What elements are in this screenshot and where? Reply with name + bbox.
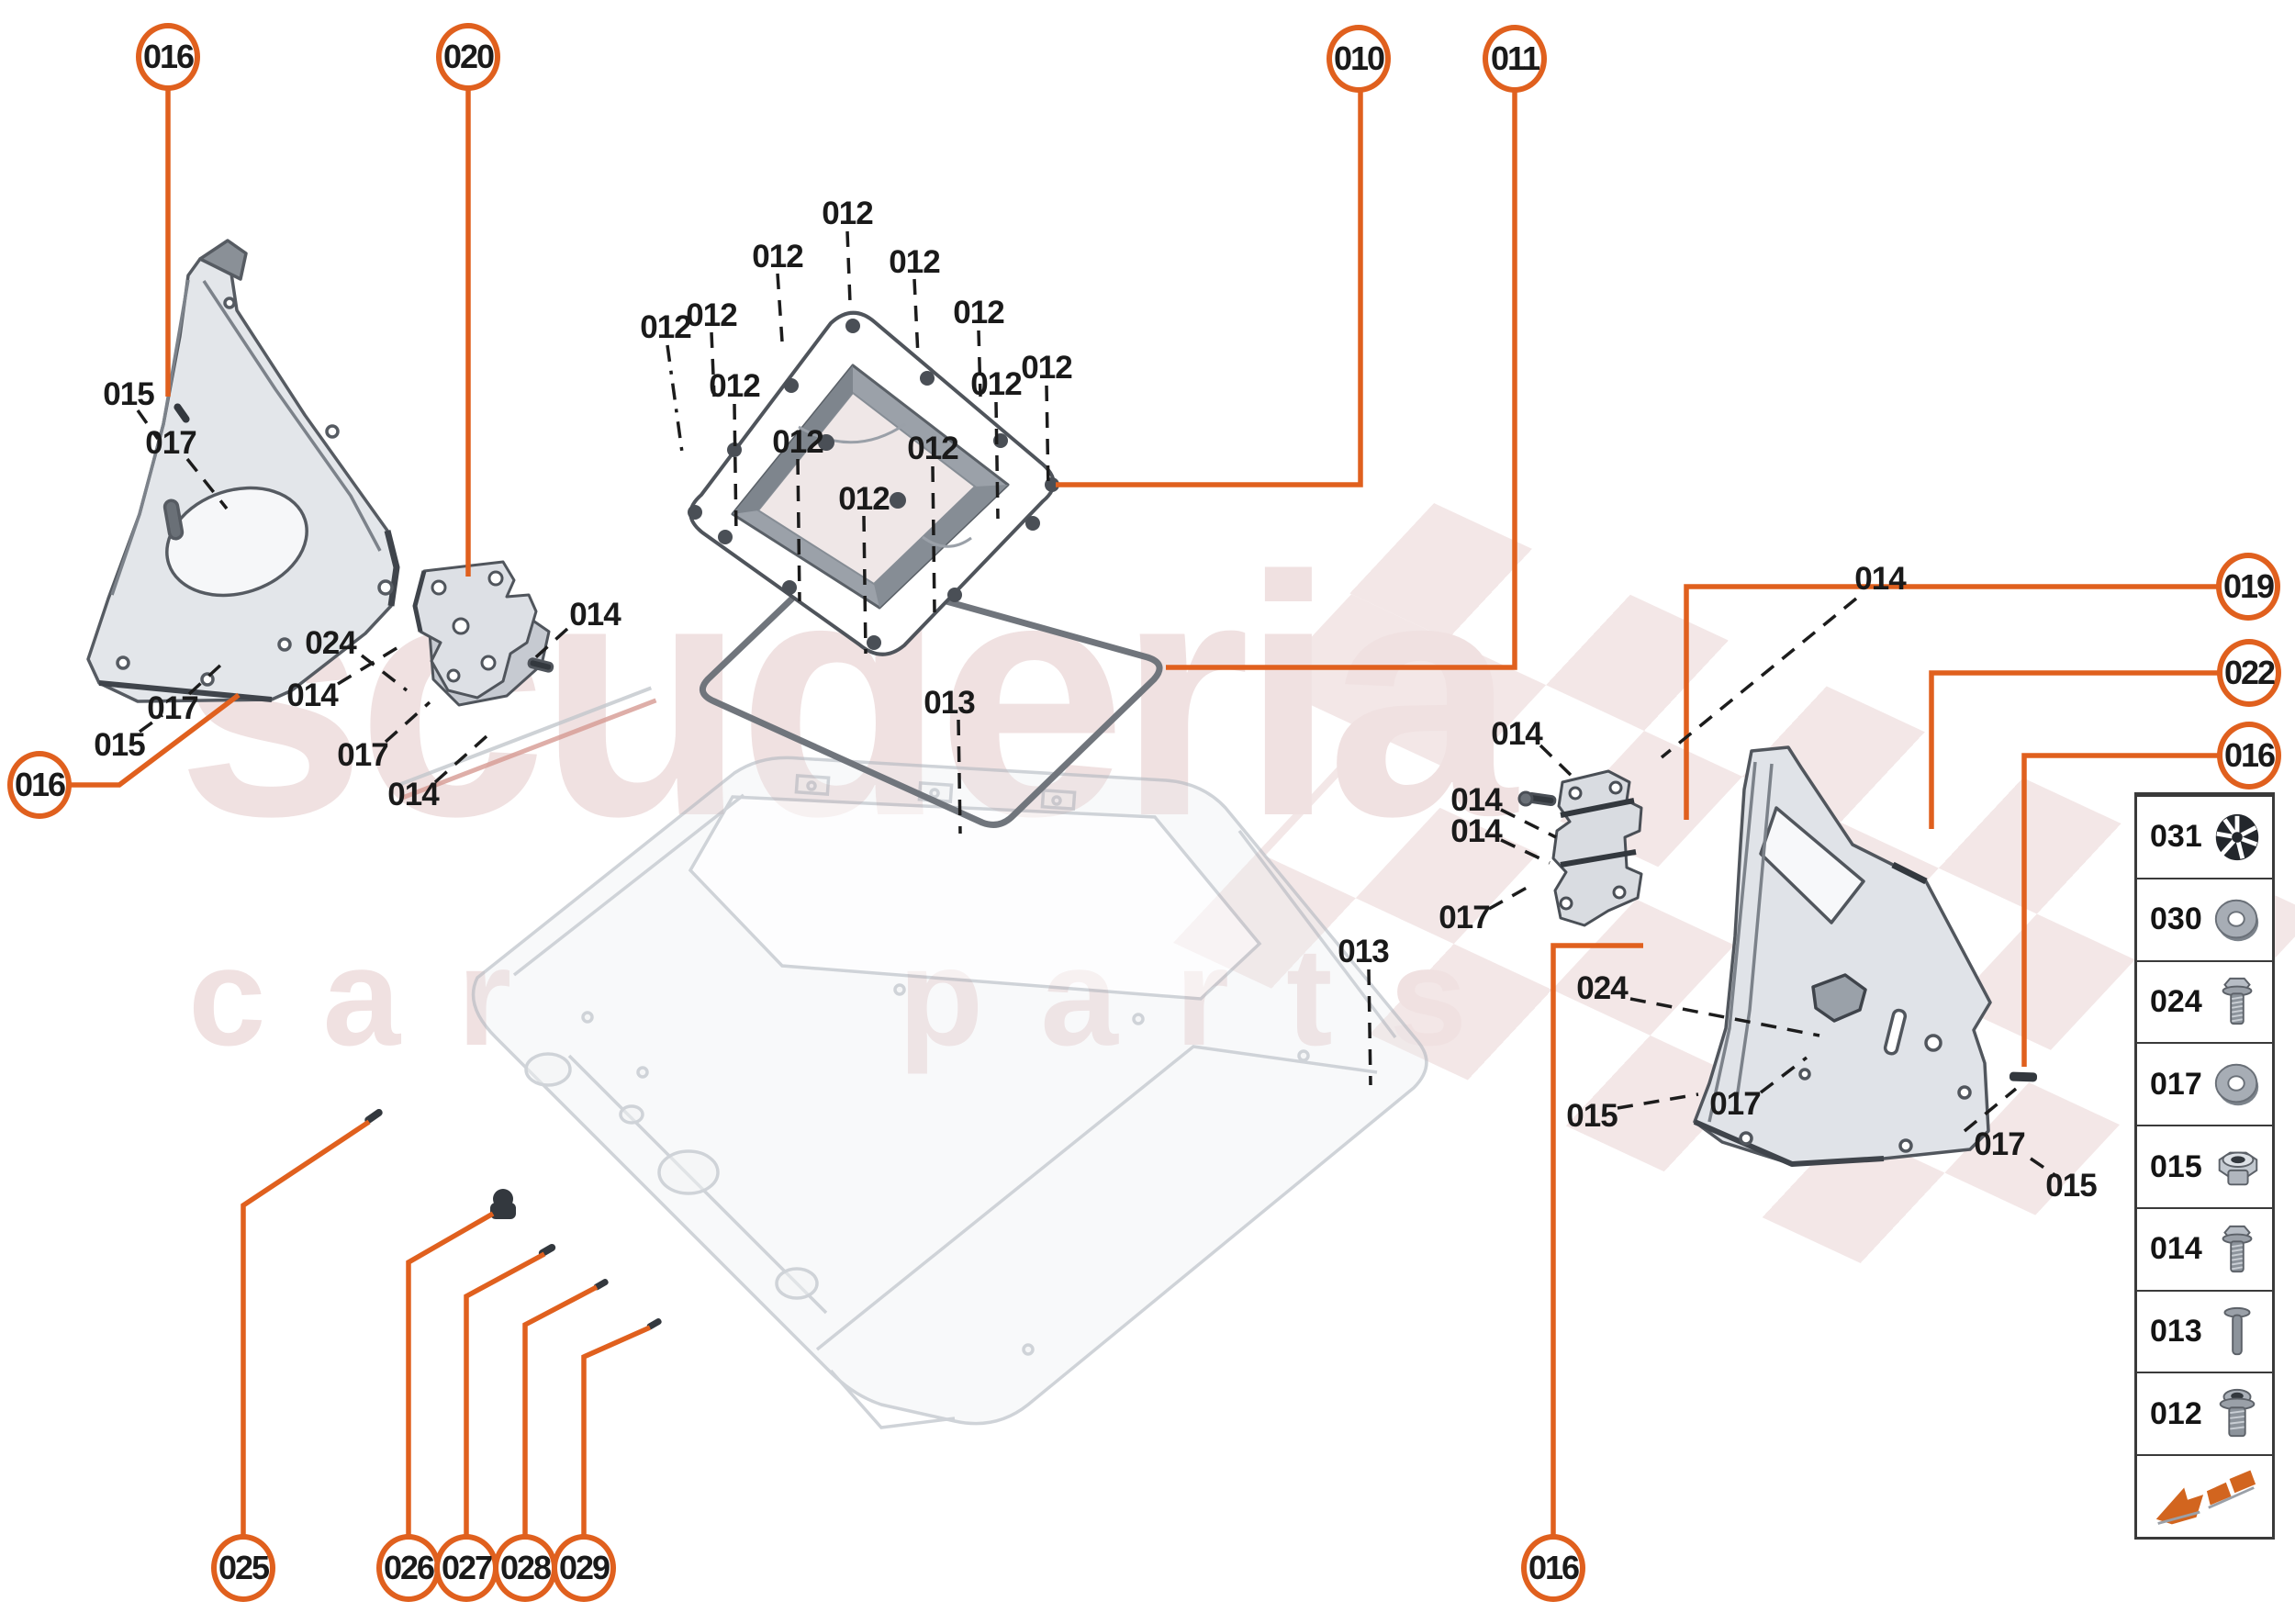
legend-part-number: 012	[2150, 1395, 2202, 1431]
exploded-view-arrow-icon	[2151, 1462, 2259, 1531]
legend-part-icon	[2211, 975, 2264, 1028]
part-label-014: 014	[1854, 561, 1906, 597]
legend-row-015[interactable]: 015	[2137, 1125, 2272, 1207]
pin-028	[593, 1279, 609, 1291]
part-label-017: 017	[145, 425, 196, 461]
legend-row-012[interactable]: 012	[2137, 1372, 2272, 1454]
part-label-012: 012	[889, 244, 940, 280]
label-leader-lines	[136, 230, 2057, 1178]
callout-028[interactable]: 028	[493, 1534, 557, 1602]
part-label-012: 012	[1021, 350, 1072, 386]
callout-019[interactable]: 019	[2216, 553, 2280, 621]
callout-020[interactable]: 020	[436, 23, 500, 91]
part-label-015: 015	[94, 727, 145, 763]
legend-part-number: 015	[2150, 1148, 2202, 1184]
callout-027[interactable]: 027	[434, 1534, 498, 1602]
callout-016[interactable]: 016	[136, 23, 200, 91]
part-label-014: 014	[569, 597, 621, 633]
callout-025[interactable]: 025	[211, 1534, 275, 1602]
lid-panel-part	[688, 310, 1059, 656]
legend-row-024[interactable]: 024	[2137, 959, 2272, 1043]
legend-part-icon	[2211, 811, 2264, 864]
part-label-012: 012	[838, 481, 890, 517]
grommet-026-base	[490, 1203, 516, 1219]
part-label-024: 024	[305, 625, 356, 661]
mounting-bracket-part	[412, 560, 554, 707]
part-label-012: 012	[686, 297, 737, 333]
part-label-012: 012	[953, 295, 1004, 330]
callout-016[interactable]: 016	[2217, 722, 2281, 790]
legend-part-number: 014	[2150, 1231, 2202, 1267]
part-label-014: 014	[1491, 716, 1542, 752]
legend-part-icon	[2211, 1223, 2264, 1276]
fastener-pins	[174, 403, 2038, 1330]
part-label-012: 012	[709, 368, 760, 404]
body-frame-part	[471, 756, 1428, 1429]
legend-part-number: 031	[2150, 819, 2202, 855]
part-label-013: 013	[1338, 934, 1389, 969]
legend-row-031[interactable]: 031	[2137, 795, 2272, 878]
part-label-017: 017	[337, 737, 388, 773]
callout-011[interactable]: 011	[1483, 25, 1547, 93]
legend-row-014[interactable]: 014	[2137, 1206, 2272, 1290]
legend-footer	[2137, 1454, 2272, 1537]
callout-029[interactable]: 029	[552, 1534, 616, 1602]
pin-015	[174, 403, 190, 423]
part-label-014: 014	[286, 678, 338, 713]
parts-legend-table: 031 030 024 017 015 014	[2134, 792, 2275, 1540]
right-wheelhouse-part	[1693, 745, 1992, 1167]
latch-bracket-part	[1517, 769, 1643, 927]
part-label-012: 012	[752, 239, 803, 274]
legend-part-icon	[2211, 1140, 2264, 1193]
part-label-012: 012	[970, 366, 1022, 402]
part-label-017: 017	[147, 690, 198, 726]
legend-row-013[interactable]: 013	[2137, 1289, 2272, 1372]
legend-part-number: 017	[2150, 1066, 2202, 1102]
part-label-015: 015	[1566, 1098, 1618, 1134]
part-label-013: 013	[924, 685, 975, 721]
part-label-012: 012	[907, 431, 958, 466]
callout-016[interactable]: 016	[1521, 1534, 1585, 1602]
part-label-024: 024	[1576, 970, 1628, 1006]
legend-part-number: 030	[2150, 902, 2202, 937]
part-label-012: 012	[640, 309, 691, 345]
part-label-014: 014	[1450, 813, 1502, 849]
legend-row-030[interactable]: 030	[2137, 877, 2272, 960]
callout-026[interactable]: 026	[376, 1534, 441, 1602]
callout-leader-lines	[69, 86, 2221, 1538]
left-wheelhouse-part	[86, 239, 400, 703]
part-label-017: 017	[1439, 900, 1490, 935]
part-label-012: 012	[772, 424, 823, 460]
pin-016-right	[2009, 1071, 2038, 1082]
legend-part-icon	[2211, 1305, 2264, 1359]
callout-016[interactable]: 016	[7, 751, 72, 819]
part-label-012: 012	[822, 196, 873, 231]
pin-029	[646, 1318, 662, 1330]
legend-part-icon	[2211, 1058, 2264, 1111]
part-label-015: 015	[2045, 1168, 2097, 1204]
legend-part-icon	[2211, 893, 2264, 946]
part-label-014: 014	[1450, 782, 1502, 818]
part-label-014: 014	[387, 777, 439, 812]
legend-part-number: 024	[2150, 983, 2202, 1019]
callout-022[interactable]: 022	[2217, 639, 2281, 707]
part-label-017: 017	[1974, 1126, 2025, 1162]
legend-part-number: 013	[2150, 1314, 2202, 1350]
legend-part-icon	[2211, 1387, 2264, 1440]
part-label-017: 017	[1709, 1086, 1761, 1122]
pin-025	[364, 1108, 383, 1125]
part-label-015: 015	[103, 376, 154, 412]
callout-010[interactable]: 010	[1327, 25, 1391, 93]
legend-row-017[interactable]: 017	[2137, 1042, 2272, 1125]
